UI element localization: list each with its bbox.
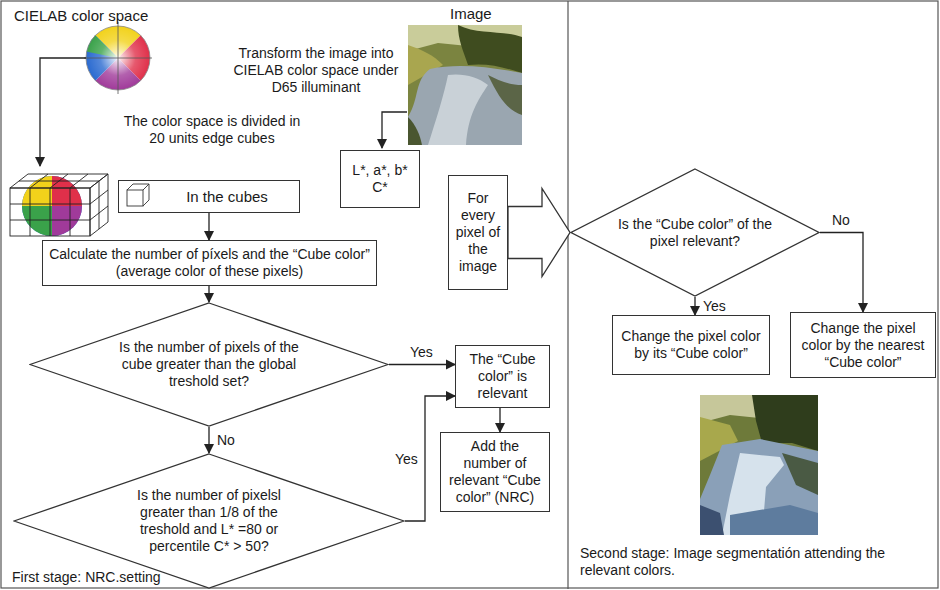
- cube-icon-part: [143, 184, 149, 206]
- cube-icon-part: [127, 190, 143, 206]
- cube-grid-part: [20, 206, 52, 237]
- process-box: Add the number of relevant “Cube color” …: [440, 432, 550, 512]
- box-text: In the cubes: [161, 188, 293, 205]
- cube-grid-part: [52, 206, 84, 237]
- annotation-text: Transform the image into CIELAB color sp…: [228, 45, 404, 96]
- decision-diamond: Is the “Cube color” of the pixel relevan…: [570, 168, 820, 297]
- cube-grid-part: [10, 220, 90, 221]
- box-text: L*, a*, b* C*: [347, 162, 413, 196]
- river-photo-part: [488, 75, 522, 115]
- diamond-shape: [30, 303, 388, 426]
- cube-grid-part: [20, 175, 52, 206]
- process-box: L*, a*, b* C*: [340, 150, 420, 208]
- frame-part: [567, 1, 568, 589]
- flow-arrow: [694, 297, 695, 315]
- diamond-shape: [571, 169, 819, 296]
- cielab-sphere-part: [78, 18, 158, 98]
- process-box: Change the pixel color by its “Cube colo…: [612, 315, 770, 375]
- cube-grid-part: [19, 181, 99, 182]
- river-photo-part: [428, 74, 488, 145]
- cube-grid-part: [90, 174, 108, 236]
- annotation-text: Image: [450, 5, 520, 22]
- cube-grid-part: [70, 188, 71, 236]
- edge-label: Yes: [701, 298, 728, 314]
- river-photo-part: [408, 66, 522, 145]
- edge-label: No: [215, 432, 237, 448]
- decision-text: Is the number of pixels of the cube grea…: [117, 339, 302, 390]
- annotation-text: The color space is divided in 20 units e…: [116, 113, 308, 147]
- decision-text: Is the number of pixelsl greater than 1/…: [127, 487, 292, 555]
- cielab-sphere-part: [84, 58, 152, 59]
- segmented-image-part: [700, 439, 818, 535]
- segmented-image-part: [782, 453, 818, 495]
- decision-diamond: Is the number of pixels of the cube grea…: [29, 302, 389, 427]
- process-box: Change the pixel color by the nearest “C…: [790, 312, 936, 378]
- process-box: In the cubes: [118, 180, 300, 213]
- river-photo-part: [408, 117, 422, 145]
- edge-label: Yes: [408, 344, 435, 360]
- segmented-image-part: [730, 505, 818, 535]
- annotation-text: Second stage: Image segmentatión attendi…: [580, 545, 935, 579]
- box-text: Calculate the number of píxels and the “…: [49, 246, 370, 280]
- cielab-sphere-part: [40, 58, 86, 166]
- cube-grid-part: [30, 188, 31, 236]
- cube-grid-part: [10, 204, 90, 205]
- river-photo: [408, 25, 522, 145]
- flow-arrow: [820, 233, 863, 313]
- decision-text: Is the “Cube color” of the pixel relevan…: [613, 216, 778, 250]
- box-text: For every pixel of the image: [455, 190, 501, 275]
- segmented-image-part: [700, 395, 818, 535]
- flow-arrow: [208, 286, 209, 302]
- box-text: The “Cube color” is relevant: [462, 351, 543, 402]
- process-box: The “Cube color” is relevant: [455, 345, 550, 408]
- process-box: For every pixel of the image: [448, 175, 508, 290]
- annotation-text: CIELAB color space: [14, 7, 214, 24]
- box-text: Add the number of relevant “Cube color” …: [447, 438, 543, 506]
- flow-arrow: [208, 427, 209, 453]
- decision-diamond: Is the number of pixelsl greater than 1/…: [13, 453, 405, 589]
- cube-grid-part: [52, 175, 84, 206]
- cube-grid-part: [10, 188, 90, 236]
- box-text: Change the pixel color by the nearest “C…: [797, 320, 929, 371]
- river-photo-part: [458, 25, 522, 73]
- annotation-text: First stage: NRC.setting: [12, 569, 262, 586]
- cube-icon-part: [127, 184, 149, 206]
- block-arrow: [508, 189, 570, 277]
- flow-arrow: [499, 408, 500, 432]
- transform-arrow-part: [382, 112, 407, 148]
- cube-icon-part: [127, 184, 149, 190]
- diamond-shape: [14, 454, 404, 588]
- edge-label: Yes: [393, 451, 420, 467]
- flow-arrow: [389, 364, 455, 365]
- segmented-image: [700, 395, 818, 535]
- cube-grid-part: [99, 181, 100, 229]
- flow-arrow: [208, 213, 209, 240]
- box-text: Change the pixel color by its “Cube colo…: [619, 328, 763, 362]
- river-photo-part: [408, 25, 522, 145]
- cube-grid-part: [50, 188, 51, 236]
- process-box: Calculate the number of píxels and the “…: [42, 240, 377, 286]
- segmented-image-part: [700, 505, 724, 535]
- edge-label: No: [830, 212, 852, 228]
- cube-grid-part: [10, 174, 108, 236]
